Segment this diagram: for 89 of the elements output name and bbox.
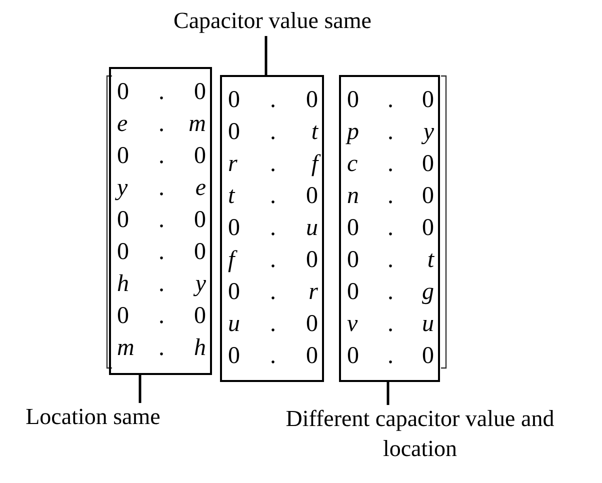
matrix-entry: . — [386, 182, 394, 211]
matrix-entry: h — [117, 270, 130, 299]
leader-line — [138, 375, 142, 403]
matrix-entry: 0 — [347, 86, 360, 115]
matrix-entry: f — [228, 244, 258, 276]
matrix-entry: . — [269, 182, 277, 211]
matrix-entry: r — [308, 278, 318, 307]
matrix-entry: 0 — [228, 278, 241, 307]
matrix-entry: . — [157, 78, 166, 107]
matrix-entry: . — [157, 270, 166, 299]
leader-line — [386, 382, 390, 405]
matrix-entry: t — [228, 182, 236, 211]
matrix-entry: . — [269, 310, 277, 339]
matrix-entry: 0 — [305, 86, 318, 115]
matrix-entry: . — [157, 238, 166, 267]
matrix-entry: g — [421, 278, 434, 307]
matrix-entry: 0 — [117, 302, 130, 331]
matrix-entry: 0 — [228, 86, 241, 115]
matrix-entry: . — [386, 342, 394, 371]
matrix-entry: . — [269, 278, 277, 307]
matrix-entry: u — [421, 310, 434, 339]
matrix-entry: . — [386, 86, 394, 115]
matrix-column-box — [220, 75, 324, 382]
matrix-entry: 0 — [421, 150, 434, 179]
matrix-entry: . — [386, 214, 394, 243]
matrix-column-box — [339, 75, 440, 382]
matrix-entry: 0 — [305, 342, 318, 371]
matrix-entry: r — [228, 150, 238, 179]
callout-text: Location same — [8, 402, 178, 432]
matrix-entry: 0 — [117, 206, 130, 235]
matrix-entry: 0 — [347, 246, 360, 275]
matrix-entry: . — [269, 118, 277, 147]
matrix-column-box — [109, 67, 212, 375]
matrix-entry: 0 — [305, 246, 318, 275]
matrix-entry: 0 — [305, 182, 318, 211]
callout-text: Different capacitor value and location — [250, 404, 590, 464]
matrix-entry: 0 — [347, 342, 360, 371]
matrix-entry: 0 — [117, 142, 130, 171]
matrix-entry: p — [347, 118, 360, 147]
matrix-entry: . — [157, 142, 166, 171]
matrix-entry: 0 — [421, 342, 434, 371]
matrix-entry: m — [117, 334, 136, 363]
matrix-entry: 0 — [192, 238, 206, 267]
matrix-entry: 0 — [228, 118, 241, 147]
callout-text: Capacitor value same — [165, 6, 380, 36]
matrix-entry: y — [192, 270, 206, 299]
matrix-entry: 0 — [117, 78, 130, 107]
matrix-entry: 0 — [421, 86, 434, 115]
matrix-entry: . — [386, 278, 394, 307]
matrix-entry: y — [117, 174, 129, 203]
matrix-entry: . — [386, 118, 394, 147]
matrix-entry: 0 — [421, 182, 434, 211]
matrix-entry: . — [269, 86, 277, 115]
matrix-entry: . — [386, 150, 394, 179]
matrix-entry: 0 — [228, 342, 241, 371]
matrix-entry: . — [269, 342, 277, 371]
matrix-entry: . — [157, 174, 166, 203]
matrix-entry: c — [347, 150, 359, 179]
matrix-entry: 0 — [347, 214, 360, 243]
matrix-entry: e — [194, 174, 206, 203]
matrix-entry: . — [157, 206, 166, 235]
matrix-entry: . — [157, 302, 166, 331]
matrix-entry: u — [228, 310, 241, 339]
matrix-entry: 0 — [347, 278, 360, 307]
matrix-entry: t — [310, 118, 318, 147]
matrix-entry: n — [347, 182, 360, 211]
matrix-entry: v — [347, 310, 359, 339]
matrix-entry: . — [157, 334, 166, 363]
matrix-entry: u — [305, 214, 318, 243]
leader-line — [264, 36, 268, 75]
matrix-entry: . — [386, 246, 394, 275]
matrix-entry: h — [192, 334, 206, 363]
matrix-entry: 0 — [192, 78, 206, 107]
matrix-entry: y — [420, 118, 434, 147]
matrix-entry: . — [157, 110, 166, 139]
matrix-entry: 0 — [192, 142, 206, 171]
matrix-entry: m — [188, 110, 206, 139]
matrix-entry: t — [426, 246, 434, 275]
matrix-entry: . — [386, 310, 394, 339]
matrix-entry: . — [269, 246, 277, 275]
matrix-entry: 0 — [192, 302, 206, 331]
matrix-entry: . — [269, 150, 277, 179]
matrix-entry: . — [269, 214, 277, 243]
matrix-entry: 0 — [228, 214, 241, 243]
matrix-entry: 0 — [305, 310, 318, 339]
matrix-entry: 0 — [421, 214, 434, 243]
matrix-entry: 0 — [192, 206, 206, 235]
matrix-entry: 0 — [117, 238, 130, 267]
matrix-entry: e — [117, 110, 129, 139]
